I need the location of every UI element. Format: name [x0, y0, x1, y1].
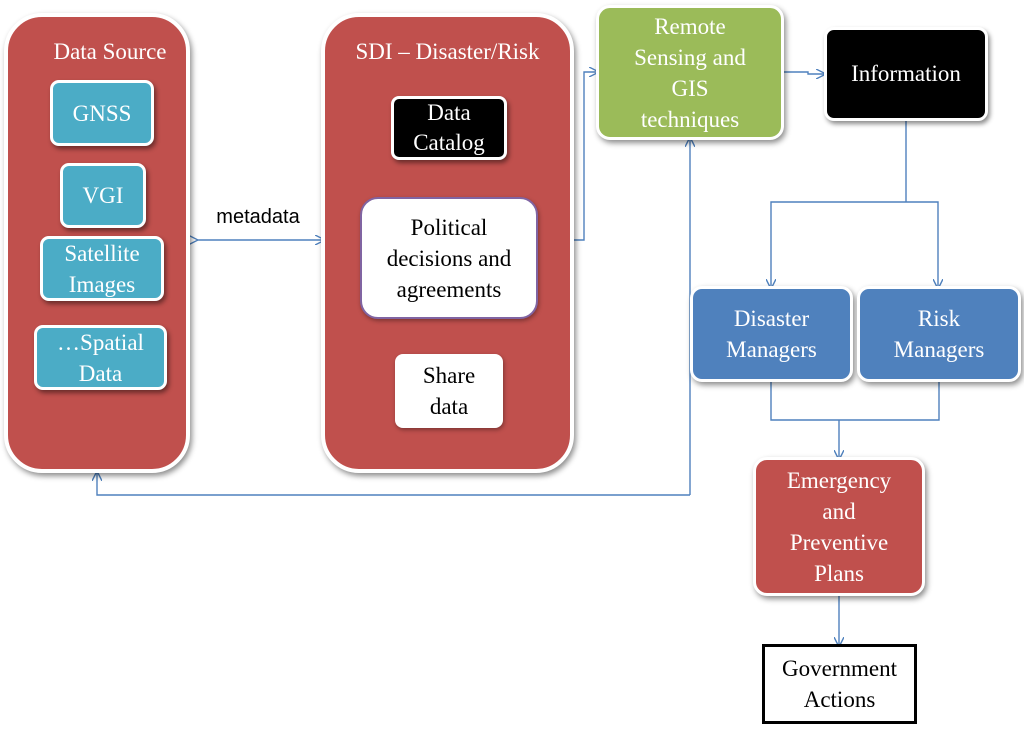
- sdi-title: SDI – Disaster/Risk: [355, 39, 540, 64]
- metadata-label: metadata: [216, 206, 300, 228]
- emergency-plans-box: Emergency and Preventive Plans: [753, 457, 925, 596]
- share-data-box: Share data: [395, 354, 503, 428]
- satellite-images-box: Satellite Images: [40, 236, 164, 301]
- data-catalog-box: Data Catalog: [391, 96, 507, 160]
- political-decisions-box: Political decisions and agreements: [360, 197, 538, 319]
- managers-merge-line: [770, 382, 940, 421]
- disaster-managers-box: Disaster Managers: [690, 286, 853, 382]
- government-actions-box: Government Actions: [762, 644, 917, 724]
- to-disaster-managers-arrow: [771, 201, 906, 288]
- remote-sensing-box: Remote Sensing and GIS techniques: [596, 5, 784, 140]
- risk-managers-box: Risk Managers: [857, 286, 1021, 382]
- vgi-box: VGI: [60, 163, 146, 228]
- to-risk-managers-arrow: [906, 201, 938, 288]
- remote-sensing-to-information-arrow: [783, 72, 825, 74]
- data-source-title: Data Source: [53, 39, 167, 64]
- sdi-to-remote-sensing-arrow: [572, 72, 598, 241]
- spatial-data-box: …Spatial Data: [34, 325, 167, 390]
- information-box: Information: [824, 27, 988, 121]
- feedback-loop-arrow: [97, 472, 690, 496]
- gnss-box: GNSS: [50, 80, 154, 146]
